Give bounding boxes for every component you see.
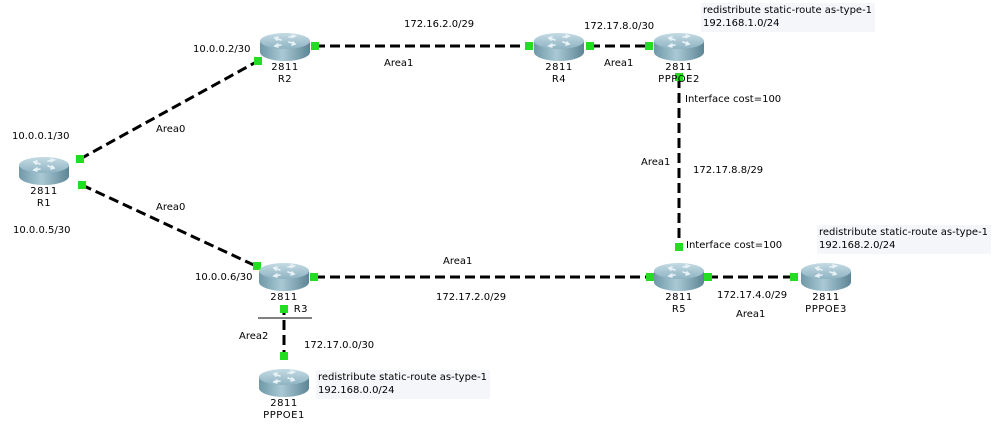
device-r1[interactable]: 2811 R1 bbox=[14, 156, 74, 210]
router-icon bbox=[653, 32, 705, 62]
router-icon bbox=[258, 368, 310, 398]
port-r5-right bbox=[704, 273, 712, 281]
device-r5[interactable]: 2811 R5 bbox=[649, 262, 709, 316]
device-name: R4 bbox=[551, 74, 567, 85]
network-label-r4-pppoe2: 172.17.8.0/30 bbox=[584, 21, 655, 32]
router-icon bbox=[258, 262, 310, 292]
port-r5-top bbox=[675, 243, 683, 251]
device-pppoe2[interactable]: 2811 PPPOE2 bbox=[649, 32, 709, 86]
port-r2-right bbox=[311, 42, 319, 50]
port-pppoe2-left bbox=[645, 42, 653, 50]
port-r5-left bbox=[646, 273, 654, 281]
port-r4-left bbox=[525, 42, 533, 50]
network-label-r2-r4: 172.16.2.0/29 bbox=[404, 19, 475, 30]
device-pppoe3[interactable]: 2811 PPPOE3 bbox=[796, 262, 856, 316]
ip-label-r1-top: 10.0.0.1/30 bbox=[12, 131, 70, 142]
device-model: 2811 bbox=[270, 292, 298, 303]
device-pppoe1[interactable]: 2811 PPPOE1 bbox=[254, 368, 314, 422]
device-r2[interactable]: 2811 R2 bbox=[255, 32, 315, 86]
network-label-r3-r5: 172.17.2.0/29 bbox=[436, 292, 507, 303]
device-name: R2 bbox=[277, 74, 293, 85]
area-label-r3-pppoe1: Area2 bbox=[239, 331, 269, 342]
port-r3-left bbox=[253, 262, 261, 270]
network-label-pppoe2-r5: 172.17.8.8/29 bbox=[693, 165, 764, 176]
device-r4[interactable]: 2811 R4 bbox=[529, 32, 589, 86]
device-name: R5 bbox=[671, 304, 687, 315]
ip-label-r3: 10.0.0.6/30 bbox=[195, 272, 253, 283]
device-model: 2811 bbox=[270, 398, 298, 409]
link-r1-r3[interactable] bbox=[81, 183, 257, 268]
note-line: 192.168.1.0/24 bbox=[703, 18, 780, 29]
port-r1-top bbox=[76, 155, 84, 163]
device-model: 2811 bbox=[665, 62, 693, 73]
ip-label-r1-bottom: 10.0.0.5/30 bbox=[13, 225, 71, 236]
cost-label-pppoe2: Interface cost=100 bbox=[685, 94, 782, 105]
ip-label-r2: 10.0.0.2/30 bbox=[193, 44, 251, 55]
link-r1-r2[interactable] bbox=[79, 59, 259, 161]
port-r3-bottom bbox=[280, 305, 288, 313]
note-line: redistribute static-route as-type-1 bbox=[819, 227, 989, 238]
port-pppoe3-left bbox=[790, 273, 798, 281]
device-name: R1 bbox=[36, 198, 52, 209]
port-r3-right bbox=[310, 273, 318, 281]
area-label-pppoe2-r5: Area1 bbox=[641, 157, 671, 168]
network-label-r3-pppoe1: 172.17.0.0/30 bbox=[304, 340, 375, 351]
note-line: 192.168.0.0/24 bbox=[318, 385, 395, 396]
area-label-r4-pppoe2: Area1 bbox=[604, 58, 634, 69]
device-model: 2811 bbox=[271, 62, 299, 73]
router-icon bbox=[653, 262, 705, 292]
device-r3[interactable]: 2811 R3 bbox=[254, 262, 314, 316]
area-label-r5-pppoe3: Area1 bbox=[736, 309, 766, 320]
router-icon bbox=[259, 32, 311, 62]
device-name: PPPOE2 bbox=[658, 74, 700, 85]
note-line: 192.168.2.0/24 bbox=[819, 240, 896, 251]
area-label-r3-r5: Area1 bbox=[443, 256, 473, 267]
note-pppoe1[interactable]: redistribute static-route as-type-1 192.… bbox=[316, 370, 491, 399]
port-r2-left bbox=[254, 57, 262, 65]
router-icon bbox=[533, 32, 585, 62]
port-r1-bottom bbox=[78, 181, 86, 189]
device-model: 2811 bbox=[30, 186, 58, 197]
device-name: PPPOE3 bbox=[805, 304, 847, 315]
area-label-r1-r3: Area0 bbox=[156, 202, 186, 213]
port-pppoe1-top bbox=[280, 352, 288, 360]
device-model: 2811 bbox=[545, 62, 573, 73]
note-pppoe2[interactable]: redistribute static-route as-type-1 192.… bbox=[701, 3, 876, 32]
network-label-r5-pppoe3: 172.17.4.0/29 bbox=[717, 290, 788, 301]
area-label-r1-r2: Area0 bbox=[156, 124, 186, 135]
router-icon bbox=[18, 156, 70, 186]
cost-label-r5: Interface cost=100 bbox=[686, 240, 783, 251]
device-model: 2811 bbox=[665, 292, 693, 303]
router-icon bbox=[800, 262, 852, 292]
port-pppoe2-bottom bbox=[675, 73, 683, 81]
device-model: 2811 bbox=[812, 292, 840, 303]
area-label-r2-r4: Area1 bbox=[384, 58, 414, 69]
note-pppoe3[interactable]: redistribute static-route as-type-1 192.… bbox=[817, 225, 992, 254]
device-name: R3 bbox=[293, 304, 308, 315]
note-line: redistribute static-route as-type-1 bbox=[318, 372, 488, 383]
device-name: PPPOE1 bbox=[263, 410, 305, 421]
note-line: redistribute static-route as-type-1 bbox=[703, 5, 873, 16]
port-r4-right bbox=[586, 42, 594, 50]
